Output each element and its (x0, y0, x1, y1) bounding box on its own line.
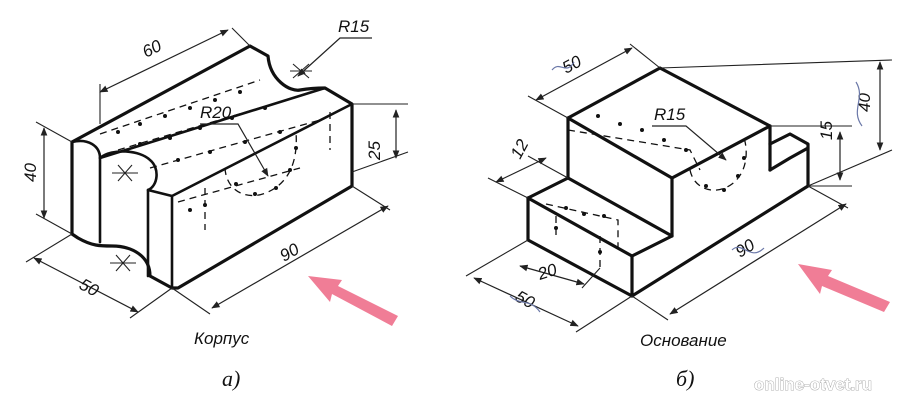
figure-a-housing: 60 R15 R20 40 25 50 90 Корпус а) (21, 17, 409, 391)
base-low-step (526, 176, 674, 258)
dim-b15-ext (770, 125, 852, 187)
letter-b: б) (676, 366, 694, 391)
housing-top-front-edge (98, 86, 327, 160)
housing-inner-arc (224, 131, 297, 197)
scribble-1 (551, 61, 575, 71)
dim-r15-label: R15 (338, 17, 370, 36)
dim-br15-label: R15 (654, 105, 686, 124)
scribble-4 (509, 295, 541, 313)
housing-center-mark-1 (112, 164, 138, 182)
dim-b20-label: 20 (534, 260, 559, 284)
housing-hidden-line-4 (177, 167, 301, 203)
dim-b12-line (495, 157, 547, 183)
dim-bw50-line (473, 277, 579, 327)
dim-40-label: 40 (21, 163, 40, 182)
base-hidden-1 (567, 129, 701, 171)
housing-dots (116, 90, 298, 212)
dim-br15-leader (652, 125, 727, 161)
dim-b12-ext (487, 155, 569, 199)
dim-b15-label: 15 (817, 121, 836, 140)
caption-a: Корпус (194, 329, 250, 348)
dim-b90-line (669, 203, 847, 315)
housing-center-mark-2 (110, 254, 136, 272)
dim-50-line (33, 257, 139, 313)
housing-hidden-line-1 (99, 79, 261, 135)
figure-b-base: 50 R15 12 15 40 90 20 50 Осно (465, 43, 893, 391)
housing-hidden-line-2 (117, 95, 301, 151)
dim-40-ext (35, 121, 73, 235)
base-right-ledge (630, 132, 810, 298)
housing-hidden-line-5 (204, 112, 331, 230)
letter-a: а) (222, 366, 240, 391)
caption-b: Основание (640, 331, 727, 350)
dim-25-label: 25 (365, 141, 384, 161)
dim-b90-label: 90 (732, 235, 759, 261)
scribble-3 (731, 246, 765, 254)
dim-b50-line (535, 47, 633, 101)
dim-b20-ext (581, 267, 601, 289)
base-hidden-2 (545, 203, 619, 250)
view-arrow-b (798, 264, 890, 312)
dim-50-ext (25, 233, 173, 319)
dim-50-label: 50 (76, 275, 102, 301)
dim-r20-leader (200, 123, 269, 177)
dim-90-line (211, 205, 389, 309)
dim-r15-leader (297, 37, 372, 77)
dim-b12-label: 12 (507, 136, 533, 162)
scribble-2 (855, 81, 863, 127)
dim-60-line (99, 29, 229, 93)
dim-bw50-ext (465, 239, 633, 333)
housing-end-groove (70, 139, 158, 278)
housing-front-corner (146, 102, 354, 290)
dim-90-label: 90 (277, 239, 303, 265)
dim-b50-ext (527, 43, 661, 119)
base-dots (554, 114, 746, 254)
view-arrow-a (308, 276, 398, 326)
base-hidden-arc (689, 137, 747, 191)
housing-hidden-line-3 (149, 119, 321, 169)
dim-r20-label: R20 (200, 103, 232, 122)
dim-60-label: 60 (139, 36, 165, 62)
dim-25-ext (351, 103, 409, 173)
dim-b40-ext (659, 59, 893, 187)
watermark: online-otvet.ru (754, 375, 872, 394)
